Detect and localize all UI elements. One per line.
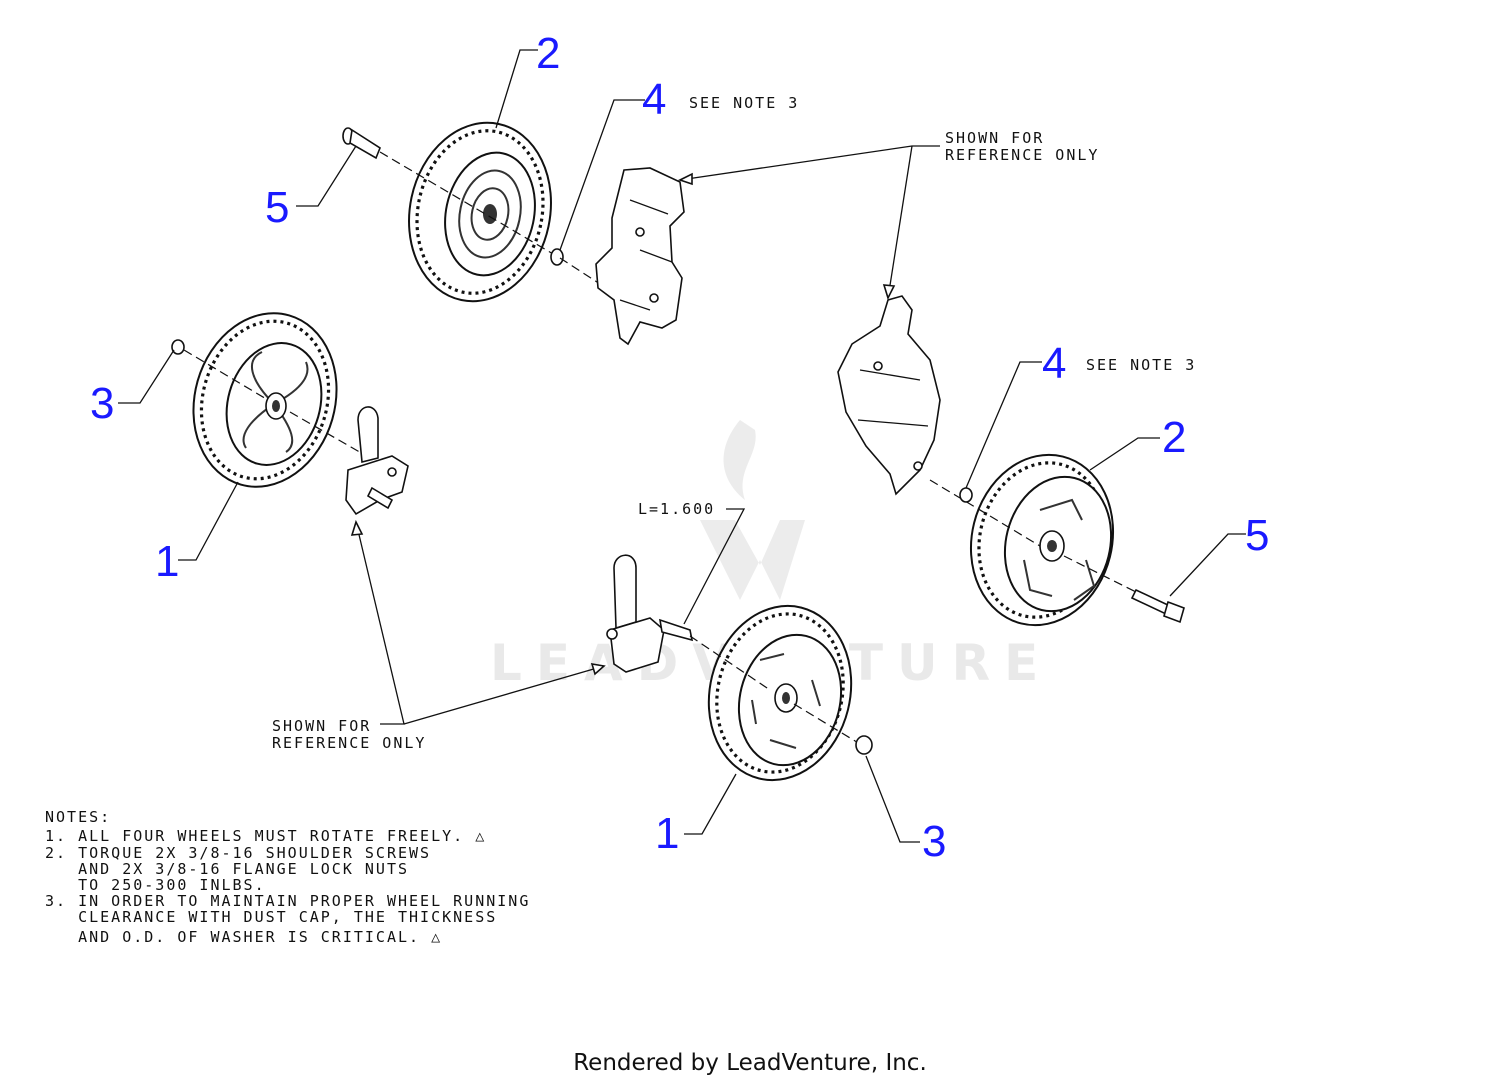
see-note-label-right: SEE NOTE 3 — [1086, 356, 1196, 374]
reference-label-bottom-line1: SHOWN FOR — [272, 717, 371, 735]
shoulder-screw-a — [342, 127, 381, 160]
height-adjust-bracket-right-reference — [606, 554, 694, 673]
note-line: 3. IN ORDER TO MAINTAIN PROPER WHEEL RUN… — [45, 892, 530, 910]
reference-label-top-line2: REFERENCE ONLY — [945, 146, 1099, 164]
notes-block: NOTES: 1. ALL FOUR WHEELS MUST ROTATE FR… — [45, 808, 530, 946]
see-note-label-top: SEE NOTE 3 — [689, 94, 799, 112]
length-label: L=1.600 — [638, 500, 715, 518]
shoulder-screw-b — [1130, 588, 1185, 624]
callout-5-right: 5 — [1245, 511, 1269, 560]
callout-4-top: 4 — [642, 75, 666, 124]
note-line: 1. ALL FOUR WHEELS MUST ROTATE FREELY. △ — [45, 827, 486, 845]
note-line: 2. TORQUE 2X 3/8-16 SHOULDER SCREWS — [45, 844, 431, 862]
callout-4-right: 4 — [1042, 339, 1066, 388]
dust-cap-b — [855, 735, 873, 755]
callout-1-left: 1 — [155, 537, 179, 586]
callout-1-bottom: 1 — [655, 809, 679, 858]
bracket-rear-left-reference — [595, 167, 685, 346]
callout-2-top: 2 — [536, 29, 560, 78]
rendered-by-footer: Rendered by LeadVenture, Inc. — [573, 1050, 927, 1076]
notes-heading: NOTES: — [45, 808, 111, 826]
reference-label-top-line1: SHOWN FOR — [945, 129, 1044, 147]
callout-3-bottom: 3 — [922, 817, 946, 866]
wheel-rear-left — [408, 121, 552, 303]
wheel-front-right — [707, 604, 853, 782]
watermark-flame-icon — [723, 420, 756, 500]
washer-b — [959, 487, 973, 503]
callout-2-right: 2 — [1162, 413, 1186, 462]
callout-3-left: 3 — [90, 379, 114, 428]
note-line: AND 2X 3/8-16 FLANGE LOCK NUTS — [45, 860, 409, 878]
leader-lines — [118, 49, 1246, 843]
wheel-rear-right — [969, 453, 1115, 627]
note-line: AND O.D. OF WASHER IS CRITICAL. △ — [45, 928, 442, 946]
wheel-front-left — [192, 312, 338, 488]
washer-a — [550, 248, 564, 266]
note-line: TO 250-300 INLBS. — [45, 876, 266, 894]
bracket-rear-right-reference — [837, 295, 941, 496]
note-line: CLEARANCE WITH DUST CAP, THE THICKNESS — [45, 908, 497, 926]
watermark-logo-icon — [700, 520, 805, 600]
callout-5-left: 5 — [265, 183, 289, 232]
dust-cap-a — [171, 339, 185, 355]
reference-label-bottom-line2: REFERENCE ONLY — [272, 734, 426, 752]
height-adjust-bracket-left-reference — [345, 406, 409, 516]
